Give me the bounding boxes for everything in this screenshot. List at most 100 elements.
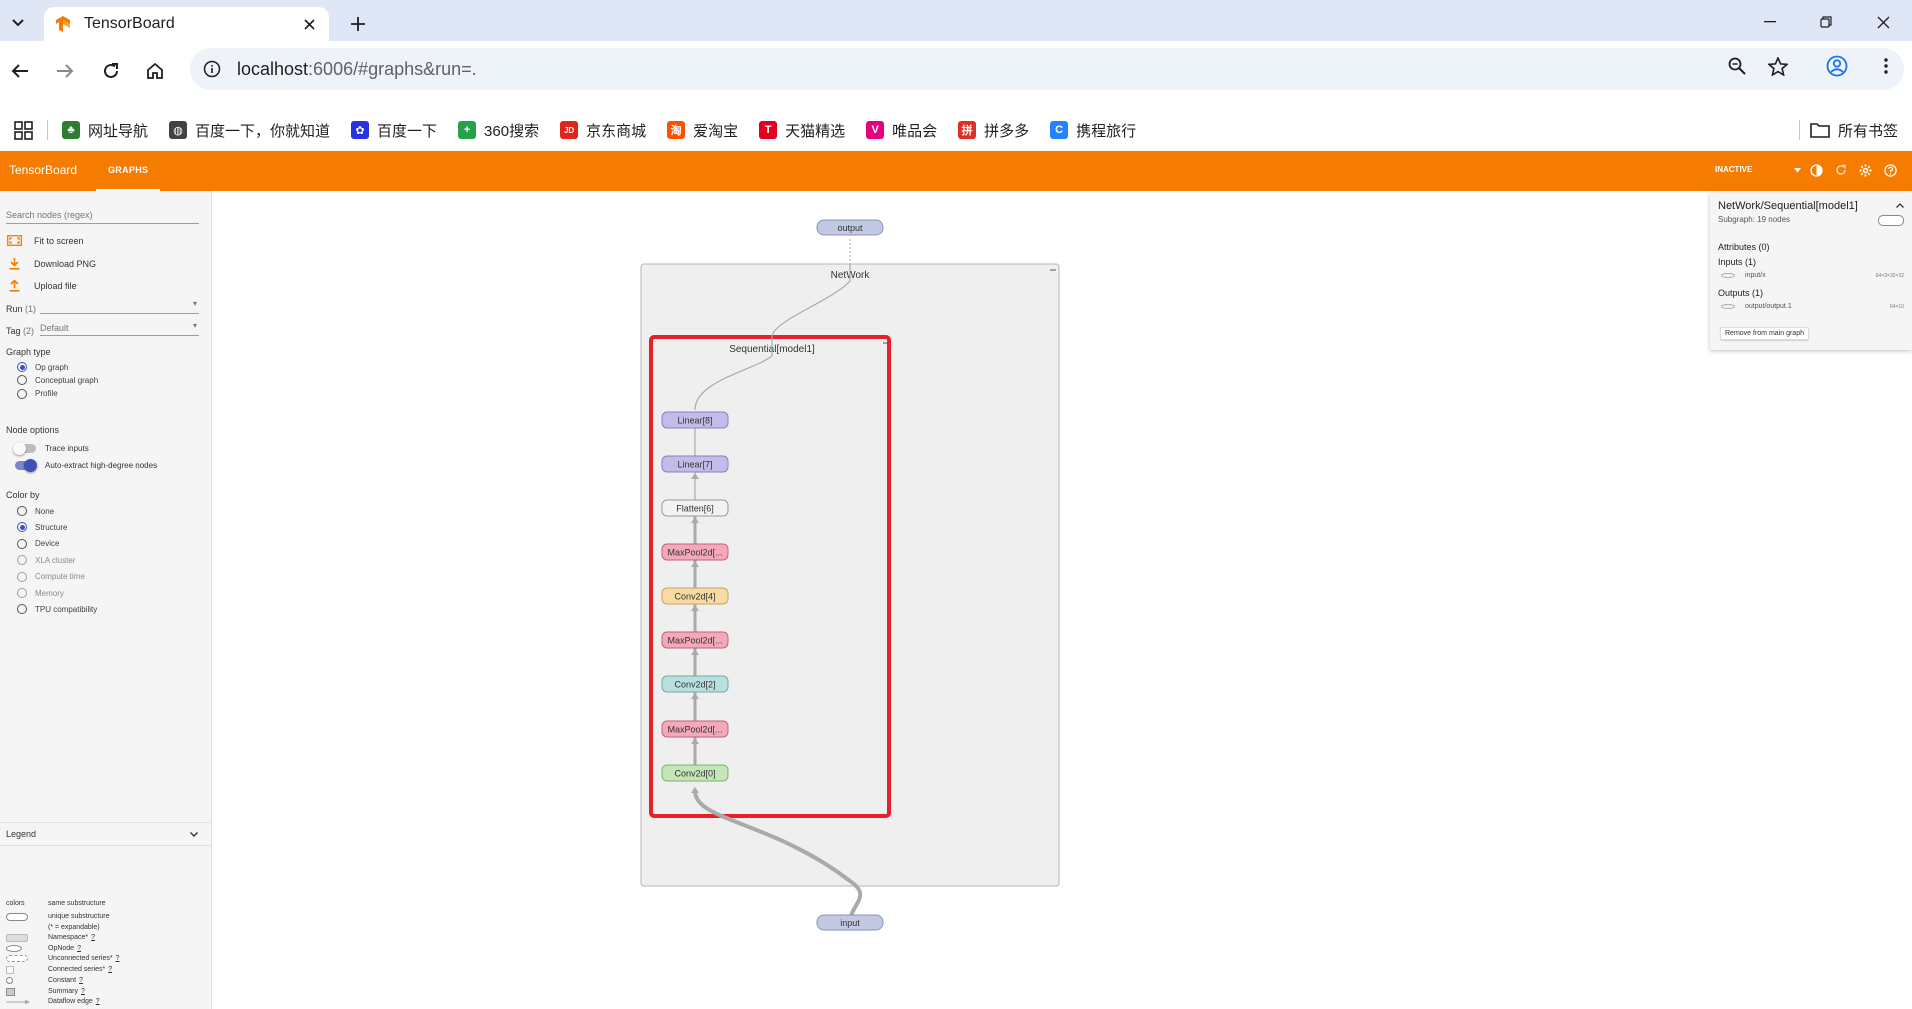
layer-node[interactable] — [661, 764, 729, 782]
bookmark-label: 天猫精选 — [785, 122, 846, 140]
toggle-switch[interactable]: Trace inputs — [13, 442, 89, 455]
namespace-sequential-model1[interactable] — [649, 335, 891, 818]
run-label: Run — [6, 304, 23, 314]
legend-label: Unconnected series* — [48, 955, 113, 962]
radio-option[interactable]: Op graph — [17, 362, 68, 372]
bookmark-item[interactable]: 淘爱淘宝 — [667, 120, 738, 141]
layer-node[interactable] — [661, 455, 729, 473]
layer-node-label: Flatten[6] — [676, 504, 714, 514]
help-link[interactable]: ? — [79, 977, 83, 984]
bookmark-item[interactable]: +360搜索 — [458, 120, 539, 141]
browser-menu-icon[interactable] — [1871, 51, 1901, 81]
radio-unselected-icon — [17, 506, 27, 516]
output-shape: 64×10 — [1889, 303, 1904, 310]
run-selector[interactable]: Run (1) ▾ — [6, 299, 199, 314]
address-bar[interactable]: localhost:6006/#graphs&run=. — [190, 48, 1904, 90]
info-card-subtitle: Subgraph: 19 nodes — [1718, 215, 1791, 224]
radio-label: Memory — [35, 588, 64, 598]
back-arrow-icon[interactable] — [4, 55, 36, 87]
input-entry[interactable]: input/x 64×3×32×32 — [1721, 272, 1904, 279]
legend-item: Unconnected series*? — [6, 954, 120, 963]
help-icon[interactable] — [1883, 163, 1897, 177]
apps-grid-icon[interactable] — [14, 120, 33, 140]
color-by-heading: Color by — [6, 490, 40, 500]
help-link[interactable]: ? — [77, 945, 81, 952]
output-node-label: output — [837, 223, 863, 233]
browser-tab-bar: TensorBoard — [0, 0, 1912, 41]
output-node[interactable] — [816, 219, 884, 236]
help-link[interactable]: ? — [115, 955, 120, 962]
layer-node[interactable] — [661, 411, 729, 429]
radio-option[interactable]: Device — [17, 538, 59, 549]
layer-node[interactable] — [661, 543, 729, 561]
radio-option[interactable]: TPU compatibility — [17, 604, 97, 615]
tab-search-chevron-icon[interactable] — [4, 10, 32, 36]
zoom-icon[interactable] — [1722, 51, 1752, 81]
bookmark-star-icon[interactable] — [1763, 51, 1793, 81]
toggle-switch[interactable]: Auto-extract high-degree nodes — [15, 459, 157, 472]
close-window-icon[interactable] — [1862, 8, 1904, 36]
remove-from-main-graph-button[interactable]: Remove from main graph — [1720, 327, 1809, 340]
help-link[interactable]: ? — [108, 966, 113, 973]
new-tab-plus-icon[interactable] — [346, 12, 370, 36]
bookmark-label: 拼多多 — [984, 122, 1030, 140]
home-icon[interactable] — [139, 55, 171, 87]
layer-node[interactable] — [661, 587, 729, 605]
help-link[interactable]: ? — [91, 934, 95, 941]
settings-gear-icon[interactable] — [1858, 163, 1872, 177]
dropdown-caret-icon[interactable] — [1790, 163, 1804, 177]
plugin-selector[interactable]: INACTIVE — [1715, 165, 1753, 174]
help-link[interactable]: ? — [80, 988, 85, 995]
radio-option: XLA cluster — [17, 555, 75, 566]
layer-node[interactable] — [661, 499, 729, 517]
search-nodes-input[interactable]: Search nodes (regex) — [6, 210, 199, 224]
restore-icon[interactable] — [1805, 8, 1847, 36]
radio-option[interactable]: Profile — [17, 388, 58, 399]
toggle-knob — [24, 459, 37, 472]
help-link[interactable]: ? — [95, 998, 100, 1005]
attributes-label[interactable]: Attributes (0) — [1718, 242, 1770, 252]
minimize-icon[interactable] — [1749, 8, 1791, 36]
inputs-label[interactable]: Inputs (1) — [1718, 257, 1757, 267]
close-tab-icon[interactable] — [299, 14, 319, 34]
reload-icon[interactable] — [95, 55, 127, 87]
tensorboard-brand[interactable]: TensorBoard — [9, 163, 78, 177]
upload-file-button[interactable]: Upload file — [6, 279, 77, 292]
download-png-button[interactable]: Download PNG — [6, 257, 96, 270]
input-node[interactable] — [816, 914, 884, 931]
site-info-icon[interactable] — [199, 56, 225, 82]
url-text[interactable]: localhost:6006/#graphs&run=. — [237, 58, 477, 79]
collapse-card-icon[interactable] — [1896, 200, 1904, 210]
tab-graphs[interactable]: GRAPHS — [96, 151, 161, 191]
layer-node[interactable] — [661, 675, 729, 693]
radio-option[interactable]: None — [17, 506, 54, 516]
legend-swatch — [6, 965, 30, 974]
bookmark-item[interactable]: ✿百度一下 — [351, 120, 437, 141]
graph-svg[interactable]: NetWorkSequential[model1]outputinputLine… — [212, 191, 1912, 1009]
output-entry[interactable]: output/output.1 64×10 — [1721, 303, 1904, 310]
reload-data-icon[interactable] — [1834, 163, 1848, 177]
layer-node[interactable] — [661, 720, 729, 738]
layer-node[interactable] — [661, 631, 729, 649]
bookmark-item[interactable]: 拼拼多多 — [958, 120, 1029, 141]
radio-option[interactable]: Structure — [17, 522, 67, 533]
all-bookmarks-folder[interactable]: 所有书签 — [1810, 120, 1898, 141]
profile-avatar-icon[interactable] — [1822, 51, 1852, 81]
forward-arrow-icon[interactable] — [49, 55, 81, 87]
bookmark-item[interactable]: ♣网址导航 — [62, 120, 148, 141]
bookmark-item[interactable]: ◍百度一下，你就知道 — [169, 120, 330, 141]
graph-type-heading: Graph type — [6, 347, 51, 357]
dark-mode-toggle-icon[interactable] — [1809, 163, 1823, 177]
active-browser-tab[interactable]: TensorBoard — [44, 7, 329, 41]
outputs-label[interactable]: Outputs (1) — [1718, 288, 1764, 298]
radio-option[interactable]: Conceptual graph — [17, 375, 98, 386]
node-info-card: NetWork/Sequential[model1] Subgraph: 19 … — [1710, 193, 1912, 350]
legend-toggle[interactable]: Legend — [0, 822, 212, 846]
fit-to-screen-button[interactable]: Fit to screen — [6, 234, 84, 247]
tag-selector[interactable]: Tag (2) Default▾ — [6, 321, 199, 336]
